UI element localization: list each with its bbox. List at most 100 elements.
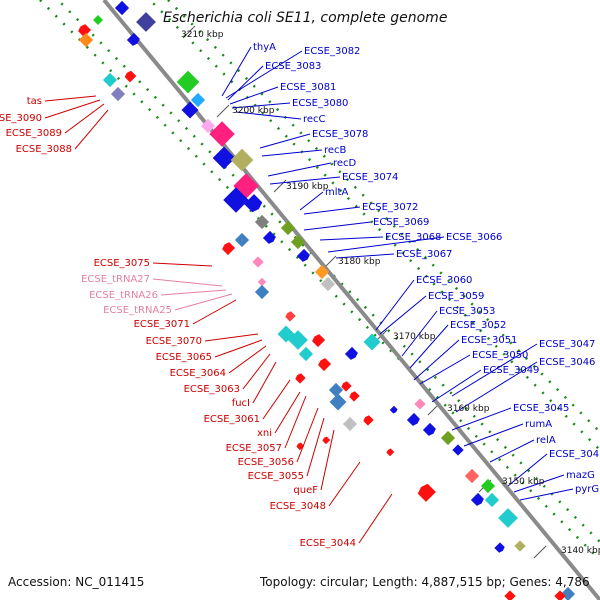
gene-block[interactable] xyxy=(254,214,270,230)
gene-label-left[interactable]: ECSE_tRNA27 xyxy=(81,274,150,285)
gene-arrow[interactable] xyxy=(340,380,352,392)
gene-label-right[interactable]: ECSE_3052 xyxy=(450,320,506,331)
gene-block[interactable] xyxy=(257,277,267,287)
gene-feature[interactable] xyxy=(254,214,270,230)
gene-block[interactable] xyxy=(498,508,518,528)
gene-arrow[interactable] xyxy=(470,492,485,507)
gene-label-right[interactable]: ECSE_3045 xyxy=(513,403,569,414)
gene-block[interactable] xyxy=(560,586,576,600)
gene-feature[interactable] xyxy=(470,492,485,507)
gene-arrow[interactable] xyxy=(221,241,236,256)
gene-feature[interactable] xyxy=(452,444,464,456)
gene-label-right[interactable]: ECSE_3059 xyxy=(428,291,484,302)
gene-feature[interactable] xyxy=(480,478,496,494)
gene-feature[interactable] xyxy=(494,542,505,553)
gene-feature[interactable] xyxy=(262,230,277,245)
gene-feature[interactable] xyxy=(314,264,330,280)
gene-block[interactable] xyxy=(480,478,496,494)
gene-label-right[interactable]: recC xyxy=(303,114,326,125)
gene-label-left[interactable]: ECSE_3090 xyxy=(0,113,42,124)
gene-label-right[interactable]: ECSE_3074 xyxy=(342,172,398,183)
gene-feature[interactable] xyxy=(414,398,426,410)
gene-feature[interactable] xyxy=(254,284,270,300)
gene-label-right[interactable]: pyrG xyxy=(575,484,599,495)
gene-feature[interactable] xyxy=(280,220,296,236)
gene-feature[interactable] xyxy=(348,390,360,402)
gene-arrow[interactable] xyxy=(322,436,331,445)
gene-feature[interactable] xyxy=(288,330,308,350)
gene-label-left[interactable]: ECSE_3056 xyxy=(238,457,294,468)
gene-label-right[interactable]: ECSE_3067 xyxy=(396,249,452,260)
gene-label-right[interactable]: mltA xyxy=(325,187,348,198)
gene-block[interactable] xyxy=(329,393,347,411)
gene-feature[interactable] xyxy=(386,448,395,457)
gene-feature[interactable] xyxy=(311,333,326,348)
gene-label-left[interactable]: tas xyxy=(27,96,42,107)
gene-block[interactable] xyxy=(252,256,264,268)
gene-arrow[interactable] xyxy=(124,70,137,83)
gene-block[interactable] xyxy=(440,430,456,446)
gene-feature[interactable] xyxy=(344,346,359,361)
gene-feature[interactable] xyxy=(257,277,267,287)
gene-label-right[interactable]: ECSE_3066 xyxy=(446,232,502,243)
gene-feature[interactable] xyxy=(514,540,526,552)
gene-arrow[interactable] xyxy=(362,414,374,426)
gene-feature[interactable] xyxy=(136,12,156,32)
gene-label-left[interactable]: ECSE_3048 xyxy=(270,501,326,512)
gene-arrow[interactable] xyxy=(317,357,332,372)
gene-arrow[interactable] xyxy=(294,372,306,384)
gene-label-right[interactable]: ECSE_3049 xyxy=(483,365,539,376)
gene-feature[interactable] xyxy=(560,586,576,600)
gene-label-left[interactable]: ECSE_3044 xyxy=(300,538,356,549)
gene-feature[interactable] xyxy=(329,393,347,411)
gene-label-right[interactable]: ECSE_3053 xyxy=(439,306,495,317)
gene-arrow[interactable] xyxy=(262,230,277,245)
gene-block[interactable] xyxy=(320,276,336,292)
gene-feature[interactable] xyxy=(328,382,344,398)
gene-feature[interactable] xyxy=(77,23,92,38)
gene-block[interactable] xyxy=(414,398,426,410)
gene-label-right[interactable]: ECSE_3082 xyxy=(304,46,360,57)
gene-label-right[interactable]: thyA xyxy=(253,42,276,53)
gene-label-left[interactable]: ECSE_tRNA25 xyxy=(103,305,172,316)
gene-feature[interactable] xyxy=(363,333,381,351)
gene-label-left[interactable]: xni xyxy=(257,428,272,439)
gene-feature[interactable] xyxy=(110,86,126,102)
gene-arrow[interactable] xyxy=(77,23,92,38)
gene-label-right[interactable]: ECSE_3069 xyxy=(373,217,429,228)
gene-feature[interactable] xyxy=(212,146,236,170)
gene-label-right[interactable]: recD xyxy=(333,158,357,169)
gene-block[interactable] xyxy=(484,492,500,508)
gene-arrow[interactable] xyxy=(344,346,359,361)
gene-label-right[interactable]: ECSE_3078 xyxy=(312,129,368,140)
gene-feature[interactable] xyxy=(504,590,516,600)
gene-block[interactable] xyxy=(110,86,126,102)
gene-feature[interactable] xyxy=(102,72,118,88)
gene-label-right[interactable]: ECSE_3083 xyxy=(265,61,321,72)
gene-feature[interactable] xyxy=(126,32,141,47)
gene-feature[interactable] xyxy=(230,148,254,172)
gene-feature[interactable] xyxy=(296,442,305,451)
gene-feature[interactable] xyxy=(440,430,456,446)
gene-label-right[interactable]: ECSE_3081 xyxy=(280,82,336,93)
gene-feature[interactable] xyxy=(78,32,94,48)
gene-feature[interactable] xyxy=(317,357,332,372)
gene-block[interactable] xyxy=(290,234,306,250)
gene-feature[interactable] xyxy=(294,372,306,384)
gene-arrow[interactable] xyxy=(386,448,395,457)
gene-feature[interactable] xyxy=(322,436,331,445)
gene-block[interactable] xyxy=(254,284,270,300)
gene-label-right[interactable]: ECSE_3041 xyxy=(549,449,600,460)
gene-label-left[interactable]: ECSE_3063 xyxy=(184,384,240,395)
gene-arrow[interactable] xyxy=(348,390,360,402)
gene-label-right[interactable]: ECSE_3051 xyxy=(461,335,517,346)
gene-block[interactable] xyxy=(234,232,250,248)
gene-block[interactable] xyxy=(280,220,296,236)
gene-feature[interactable] xyxy=(252,256,264,268)
gene-block[interactable] xyxy=(514,540,526,552)
gene-feature[interactable] xyxy=(244,194,264,214)
gene-block[interactable] xyxy=(102,72,118,88)
gene-label-right[interactable]: mazG xyxy=(566,470,595,481)
gene-label-left[interactable]: fucI xyxy=(232,398,250,409)
gene-label-left[interactable]: ECSE_3055 xyxy=(248,471,304,482)
